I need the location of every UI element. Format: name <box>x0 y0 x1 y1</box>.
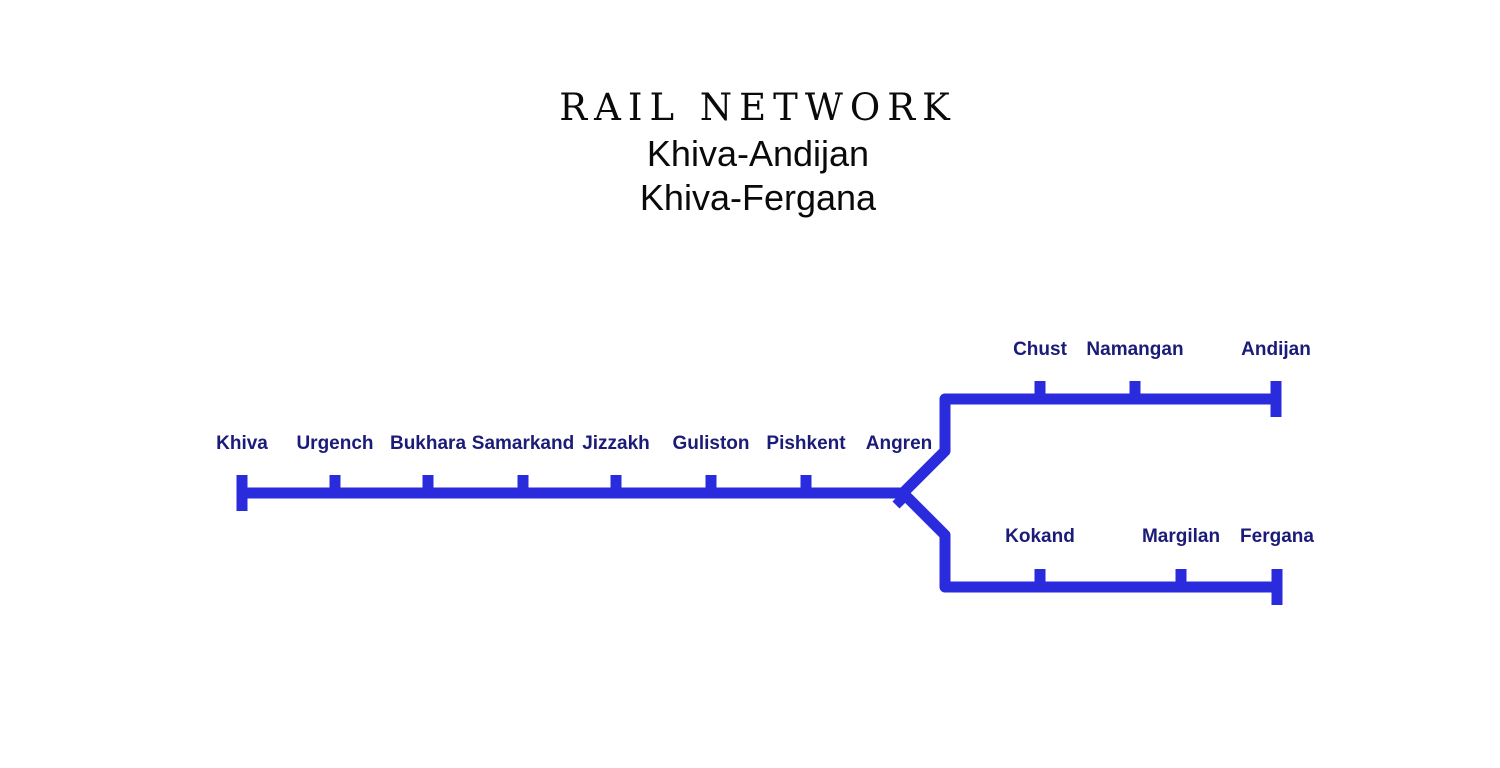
station-label-urgench: Urgench <box>296 433 374 454</box>
station-label-guliston: Guliston <box>672 433 750 454</box>
route-khiva-andijan <box>237 393 1276 499</box>
station-tick-margilan <box>1175 569 1187 589</box>
terminal-bar-khiva <box>236 475 248 511</box>
station-label-fergana: Fergana <box>1240 526 1314 547</box>
station-label-khiva: Khiva <box>216 433 268 454</box>
station-label-angren: Angren <box>865 433 933 454</box>
station-tick-chust <box>1034 381 1046 401</box>
station-label-kokand: Kokand <box>1005 526 1075 547</box>
station-tick-urgench <box>329 475 341 495</box>
station-tick-samarkand <box>517 475 529 495</box>
station-label-andijan: Andijan <box>1241 339 1311 360</box>
route-title-khiva-andijan: Khiva-Andijan <box>646 133 870 174</box>
route-khiva-fergana <box>899 489 1277 593</box>
station-label-bukhara: Bukhara <box>389 433 467 454</box>
station-label-pishkent: Pishkent <box>766 433 846 454</box>
title-block: RAIL NETWORK Khiva-Andijan Khiva-Fergana <box>0 84 1500 220</box>
station-tick-kokand <box>1034 569 1046 589</box>
station-label-margilan: Margilan <box>1141 526 1221 547</box>
station-tick-bukhara <box>422 475 434 495</box>
station-label-chust: Chust <box>1013 339 1067 360</box>
station-tick-guliston <box>705 475 717 495</box>
station-tick-angren <box>892 493 908 509</box>
station-tick-namangan <box>1129 381 1141 401</box>
station-label-samarkand: Samarkand <box>471 433 575 454</box>
station-tick-jizzakh <box>610 475 622 495</box>
station-tick-pishkent <box>800 475 812 495</box>
route-title-khiva-fergana: Khiva-Fergana <box>639 177 877 218</box>
map-title: RAIL NETWORK <box>559 86 957 129</box>
terminal-bar-andijan <box>1270 381 1282 417</box>
station-label-jizzakh: Jizzakh <box>582 433 650 454</box>
terminal-bar-fergana <box>1271 569 1283 605</box>
station-label-namangan: Namangan <box>1086 339 1184 360</box>
